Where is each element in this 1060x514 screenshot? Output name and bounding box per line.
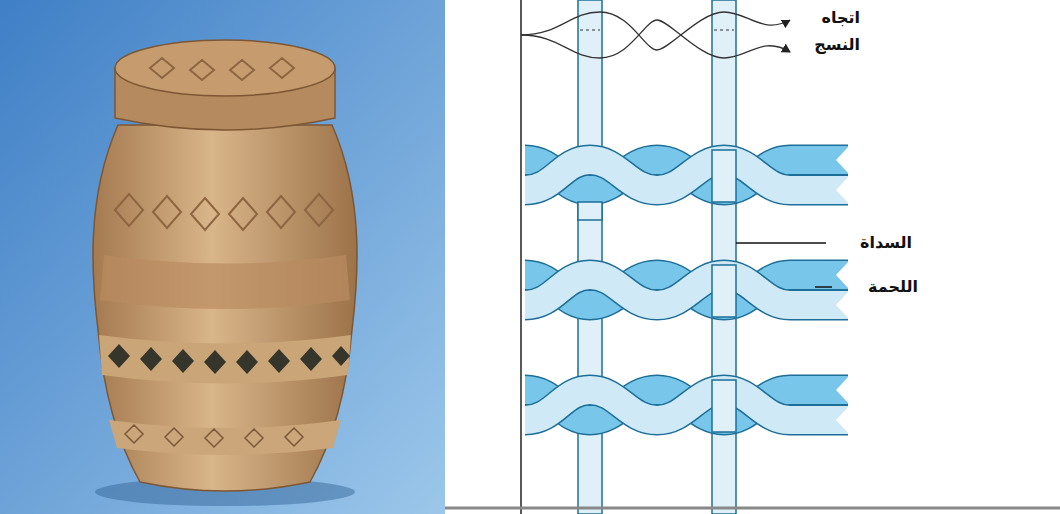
warp-label: السداة	[832, 229, 912, 256]
weaving-direction-label: اتجاه النسج	[800, 4, 860, 58]
weft-label: اللحمة	[838, 273, 918, 300]
